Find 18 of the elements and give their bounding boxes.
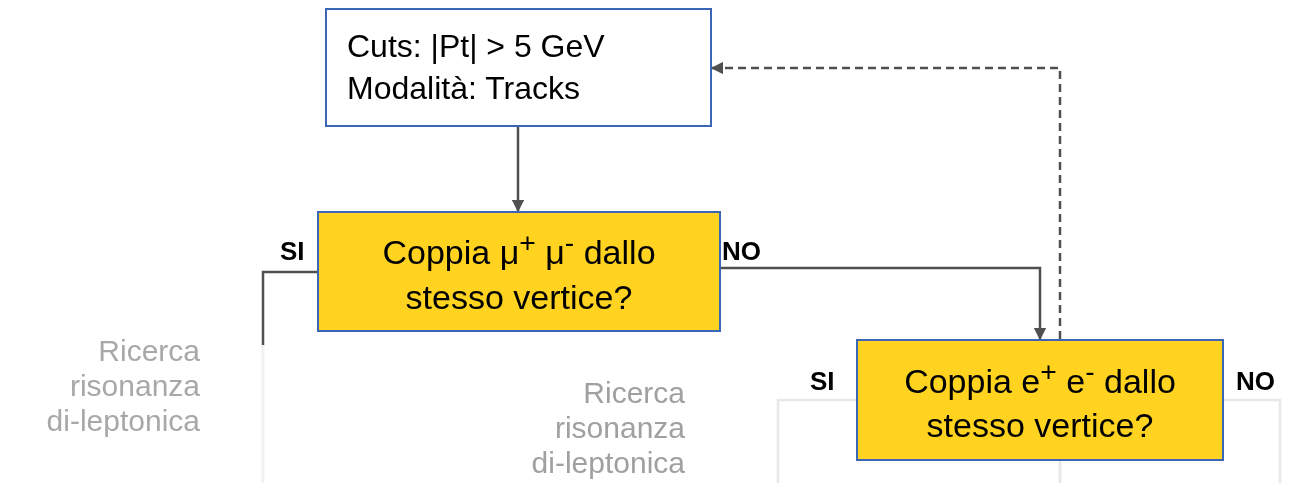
edge-label: SI [810, 368, 835, 394]
connector-line [261, 270, 317, 345]
node-text: Modalità: Tracks [347, 68, 581, 108]
edge-label: NO [1236, 368, 1275, 394]
faded-text: Ricerca risonanza di-leptonica [45, 333, 200, 438]
arrow [721, 266, 1047, 341]
node-text: Coppia e$^{+}$ e$^{-}$ dallo stesso vertice? [903, 353, 1177, 447]
edge-label: SI [280, 238, 305, 264]
edge-label: NO [722, 238, 761, 264]
decision-box [317, 211, 721, 332]
process-box [325, 8, 712, 127]
decision-box [856, 339, 1224, 461]
node-text: Cuts: |Pt| > 5 GeV [347, 26, 606, 66]
arrow [511, 127, 525, 213]
connector-line [1224, 398, 1282, 483]
faded-text: Ricerca risonanza di-leptonica [530, 375, 685, 480]
node-text: Coppia μ$^{+}$ μ$^{-}$ dallo stesso vertice? [381, 225, 657, 318]
connector-line [776, 398, 856, 483]
